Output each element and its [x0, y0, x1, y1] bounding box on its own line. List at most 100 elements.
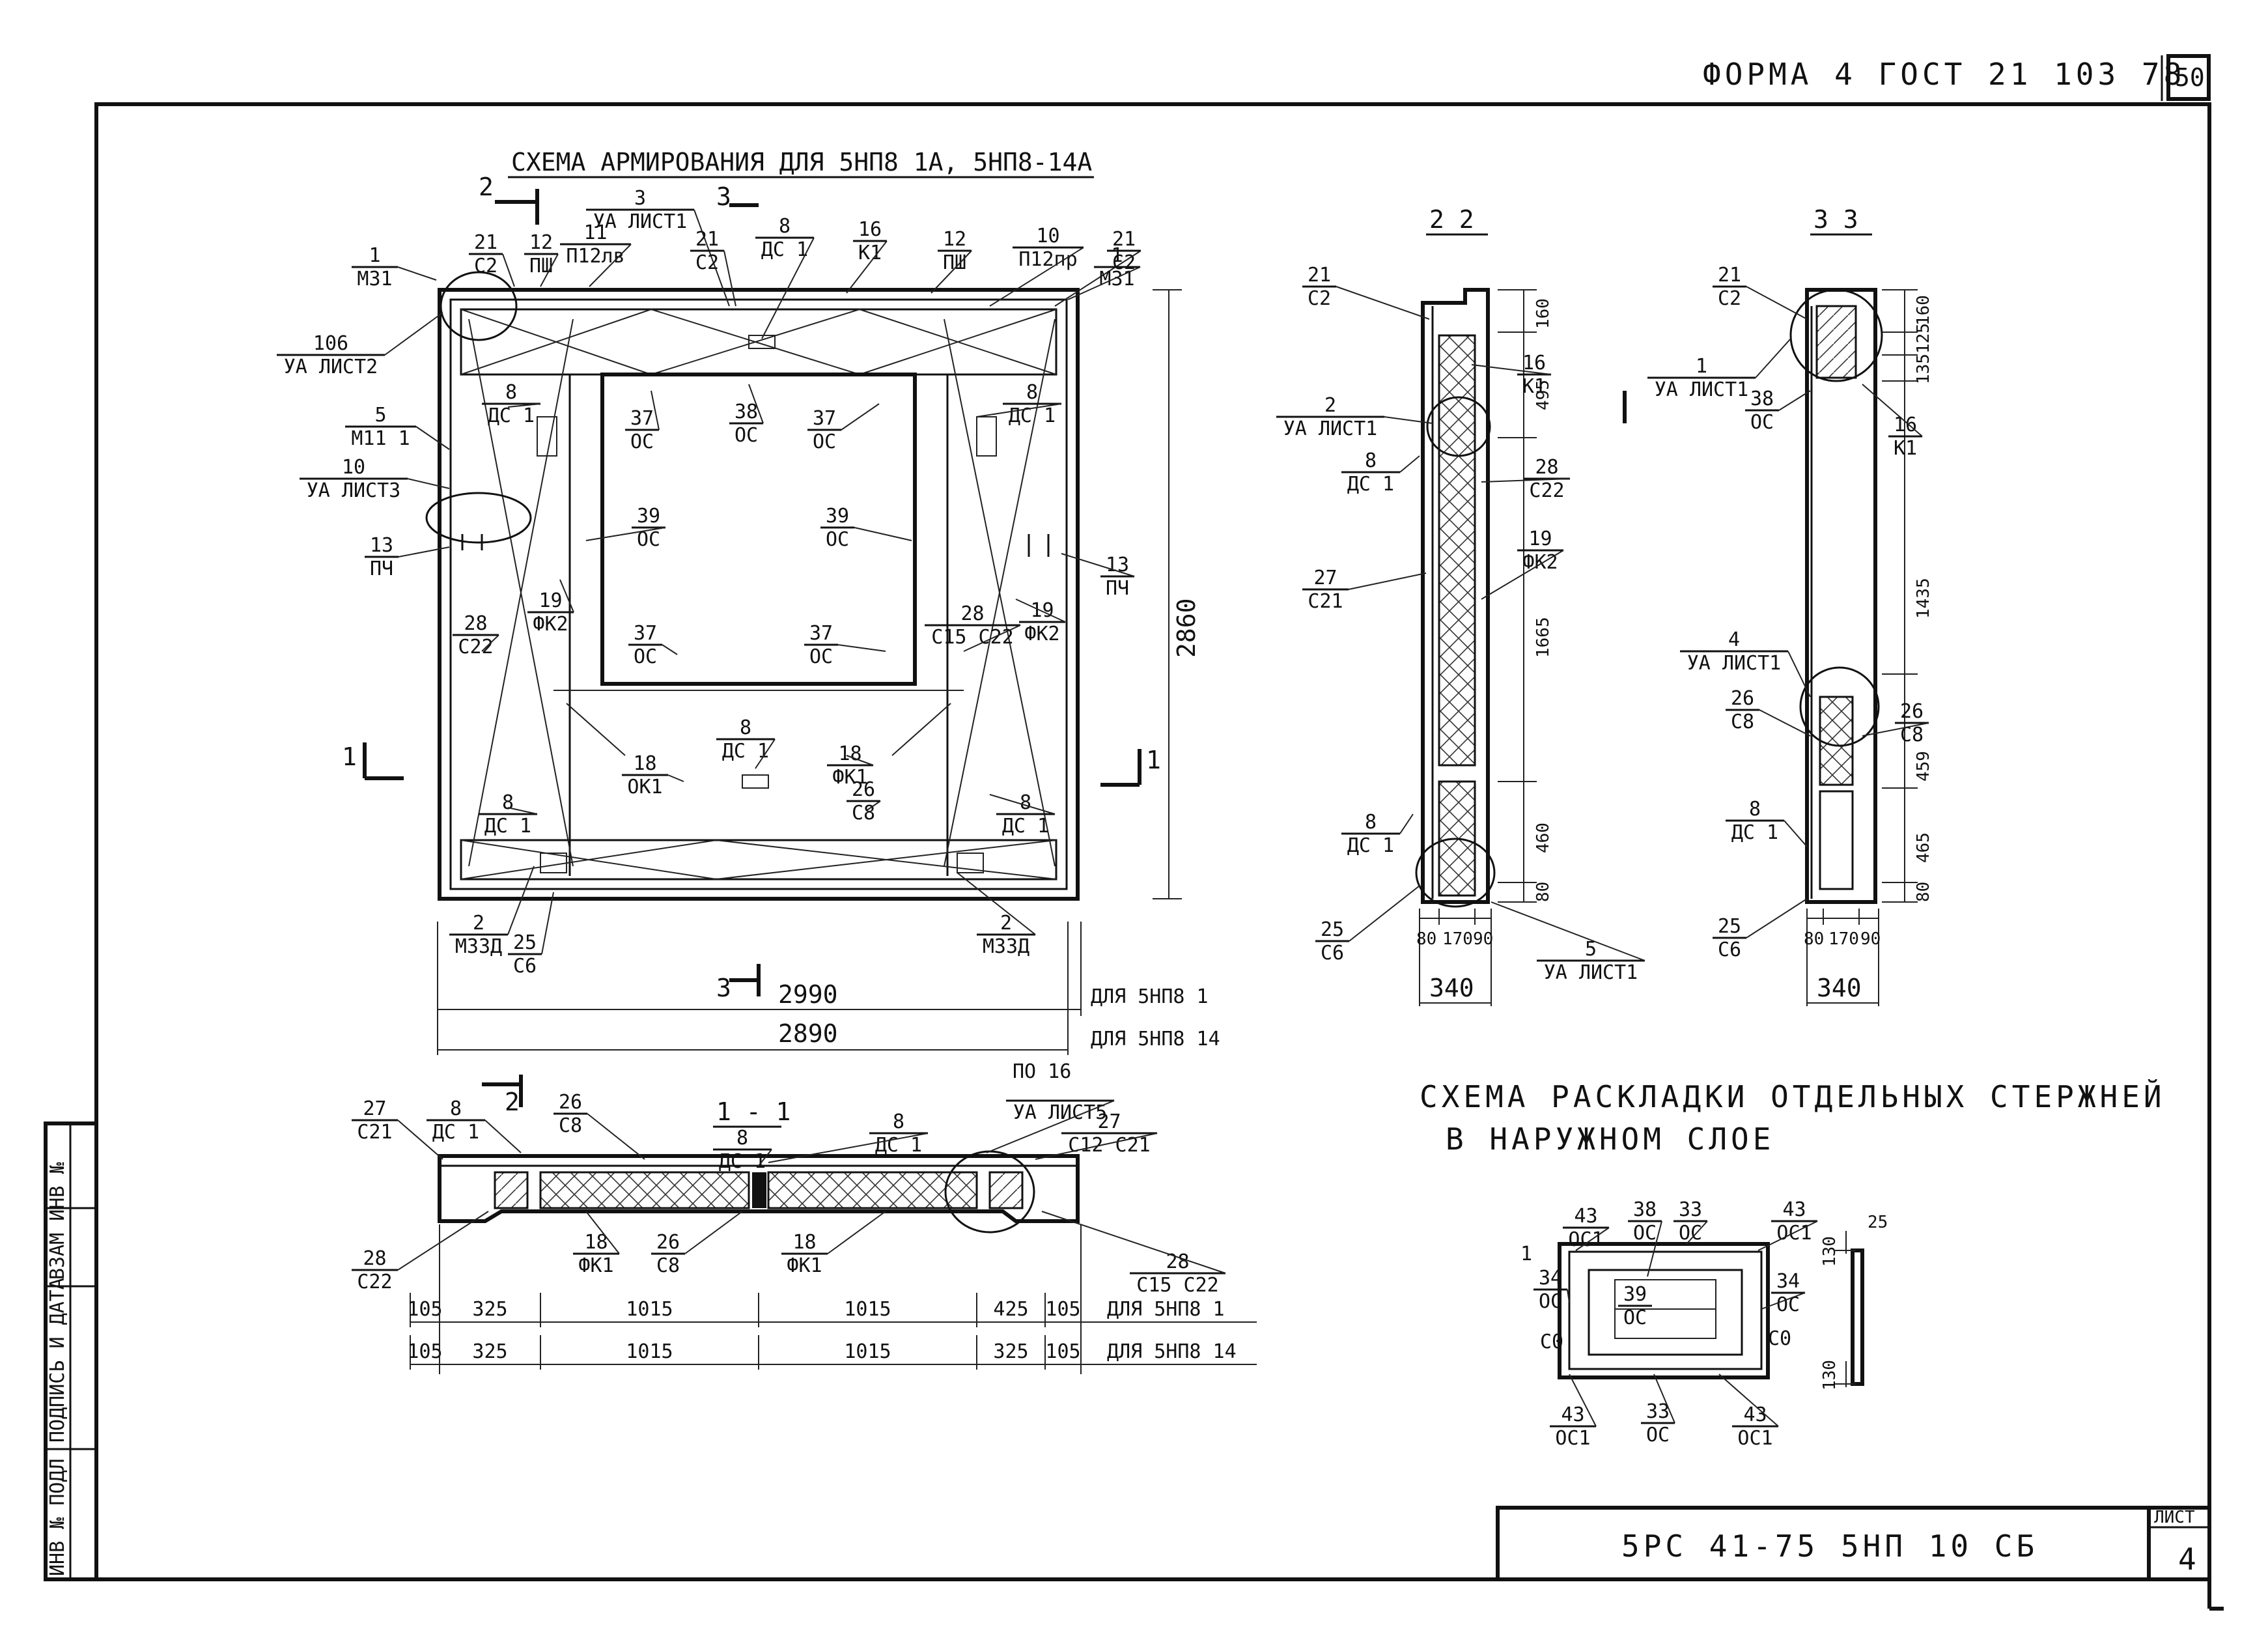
layout-callout-num: 43	[1782, 1198, 1806, 1221]
s33-callout-num: 21	[1718, 264, 1741, 287]
section-1-1-outline	[438, 1154, 1080, 1223]
s11-row1-dim: 105	[407, 1298, 442, 1321]
s11-callout-num: 27	[1097, 1110, 1121, 1133]
layout-callout-num: 39	[1623, 1283, 1647, 1306]
s22-total: 340	[1429, 974, 1474, 1002]
layout-callout-code: ОС	[1776, 1293, 1800, 1316]
s22-callout-code: ДС 1	[1347, 473, 1394, 496]
s33-vdim-3: 1435	[1914, 578, 1933, 619]
s22-callout-code: ФК2	[1522, 551, 1558, 574]
sheet-number: 4	[2178, 1542, 2200, 1577]
s11-row2-dim: 105	[1045, 1340, 1080, 1363]
main-callout-num: 1	[369, 244, 380, 267]
s33-callout-num: 8	[1749, 798, 1761, 821]
dim-width-1-note: ДЛЯ 5НП8 1	[1091, 985, 1209, 1008]
main-callout-16: 8ДС 1	[482, 381, 541, 427]
main-callout-code: ОС	[634, 645, 657, 668]
main-callout-num: 13	[1106, 554, 1129, 576]
main-callout-code: М33Д	[455, 935, 502, 958]
section-mark-2: 2	[479, 173, 494, 201]
sheet-frame	[94, 102, 2224, 1611]
s22-callout-code: С22	[1529, 479, 1564, 502]
s33-hdim-1: 170	[1828, 929, 1859, 949]
section-2-2-title: 2 2	[1429, 205, 1474, 234]
window-opening	[600, 373, 917, 686]
s22-callout-num: 2	[1324, 394, 1336, 417]
s22-callout-num: 5	[1585, 938, 1597, 961]
s33-vdim-5: 465	[1914, 832, 1933, 863]
layout-callout-num: 43	[1743, 1403, 1767, 1426]
main-callout-code: М11 1	[351, 427, 410, 450]
s11-row2-dim: 325	[472, 1340, 507, 1363]
main-callout-num: 1	[1111, 244, 1123, 267]
main-callout-num: 37	[634, 622, 657, 645]
main-callout-35: 8ДС 1	[479, 791, 538, 838]
s22-callout-num: 16	[1522, 352, 1546, 374]
panel-inner-contour	[449, 298, 1068, 890]
s22-callout-num: 25	[1321, 918, 1344, 941]
main-callout-code: ФК2	[1024, 623, 1059, 645]
s11-callout-code: С15 С22	[1136, 1274, 1218, 1297]
main-callout-code: М31	[1099, 268, 1134, 290]
main-callout-num: 39	[637, 505, 660, 528]
title-block: 5РС 41-75 5НП 10 СБ ЛИСТ 4	[1496, 1506, 2211, 1581]
main-callout-num: 8	[505, 381, 517, 404]
layout-callout-num: 43	[1574, 1205, 1597, 1228]
s22-callout-9: 5УА ЛИСТ1	[1491, 901, 1645, 984]
s22-callout-num: 19	[1528, 528, 1552, 550]
s22-callout-num: 8	[1365, 811, 1377, 834]
s11-callout-num: 26	[559, 1091, 582, 1114]
s11-row1-dim: 1015	[844, 1298, 891, 1321]
s33-callout-num: 38	[1750, 388, 1774, 410]
s33-callout-code: С8	[1900, 724, 1924, 746]
s33-callout-1: 1УА ЛИСТ1	[1647, 338, 1791, 401]
layout-callout-code: ОС1	[1568, 1228, 1603, 1251]
section-2-2-outline	[1421, 288, 1490, 904]
main-callout-num: 21	[474, 231, 497, 254]
layout-mark-1: 1	[1520, 1243, 1532, 1265]
s22-callout-code: С6	[1321, 942, 1344, 965]
main-callout-num: 10	[1036, 225, 1059, 247]
main-callout-code: ДС 1	[484, 815, 531, 838]
top-beam	[460, 308, 1057, 376]
s33-callout-code: ОС	[1750, 411, 1774, 434]
s33-callout-7: 8ДС 1	[1726, 798, 1808, 847]
s22-vdim-0: 160	[1533, 298, 1553, 329]
s11-callout-5: УА ЛИСТ5	[986, 1099, 1115, 1153]
layout-title-line1: СХЕМА РАСКЛАДКИ ОТДЕЛЬНЫХ СТЕРЖНЕЙ	[1420, 1079, 2166, 1114]
main-callout-code: М33Д	[983, 935, 1029, 958]
main-callout-num: 25	[513, 931, 537, 954]
s22-callout-num: 28	[1535, 456, 1558, 479]
s33-callout-code: К1	[1894, 437, 1917, 460]
s33-vdim-6: 80	[1914, 882, 1933, 902]
s22-hdim-1: 170	[1442, 929, 1473, 949]
layout-callout-num: 34	[1539, 1267, 1562, 1290]
s22-callout-code: УА ЛИСТ1	[1283, 417, 1378, 440]
s33-callout-code: ДС 1	[1731, 821, 1778, 844]
s33-callout-num: 1	[1696, 355, 1707, 378]
sheet-corner-box	[2166, 54, 2211, 101]
s33-callout-code: С8	[1731, 711, 1754, 733]
